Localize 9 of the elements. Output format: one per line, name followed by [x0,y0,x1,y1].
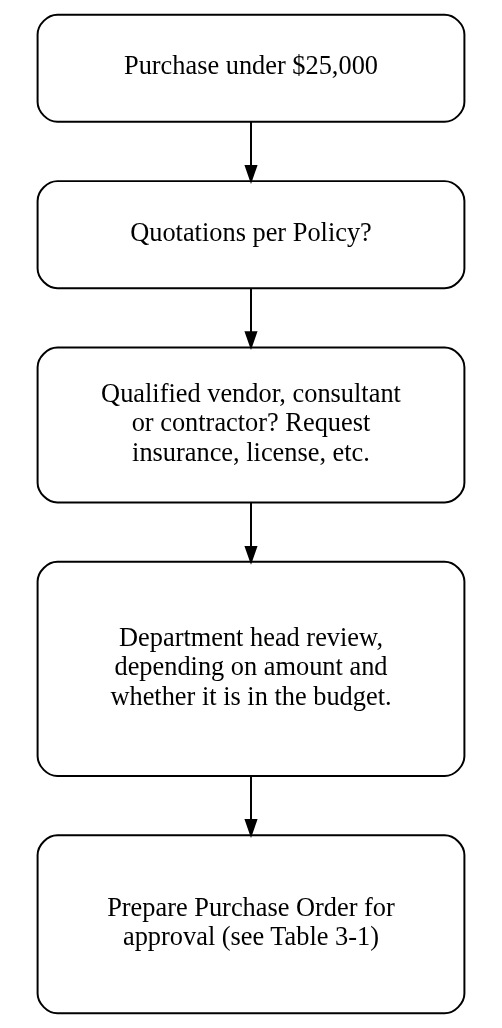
node-box: Department head review, depending on amount and whether it is in the budget. [36,560,466,777]
node-box: Qualified vendor, consultant or contractor? Request insurance, license, etc. [36,346,466,504]
arrow [244,775,258,838]
arrow [244,287,258,351]
arrow [244,501,258,565]
node-box: Purchase under $25,000 [36,13,466,123]
node-box: Quotations per Policy? [36,180,466,290]
node-box: Prepare Purchase Order for approval (see Table 3-1) [36,834,466,1015]
arrow [244,120,258,184]
